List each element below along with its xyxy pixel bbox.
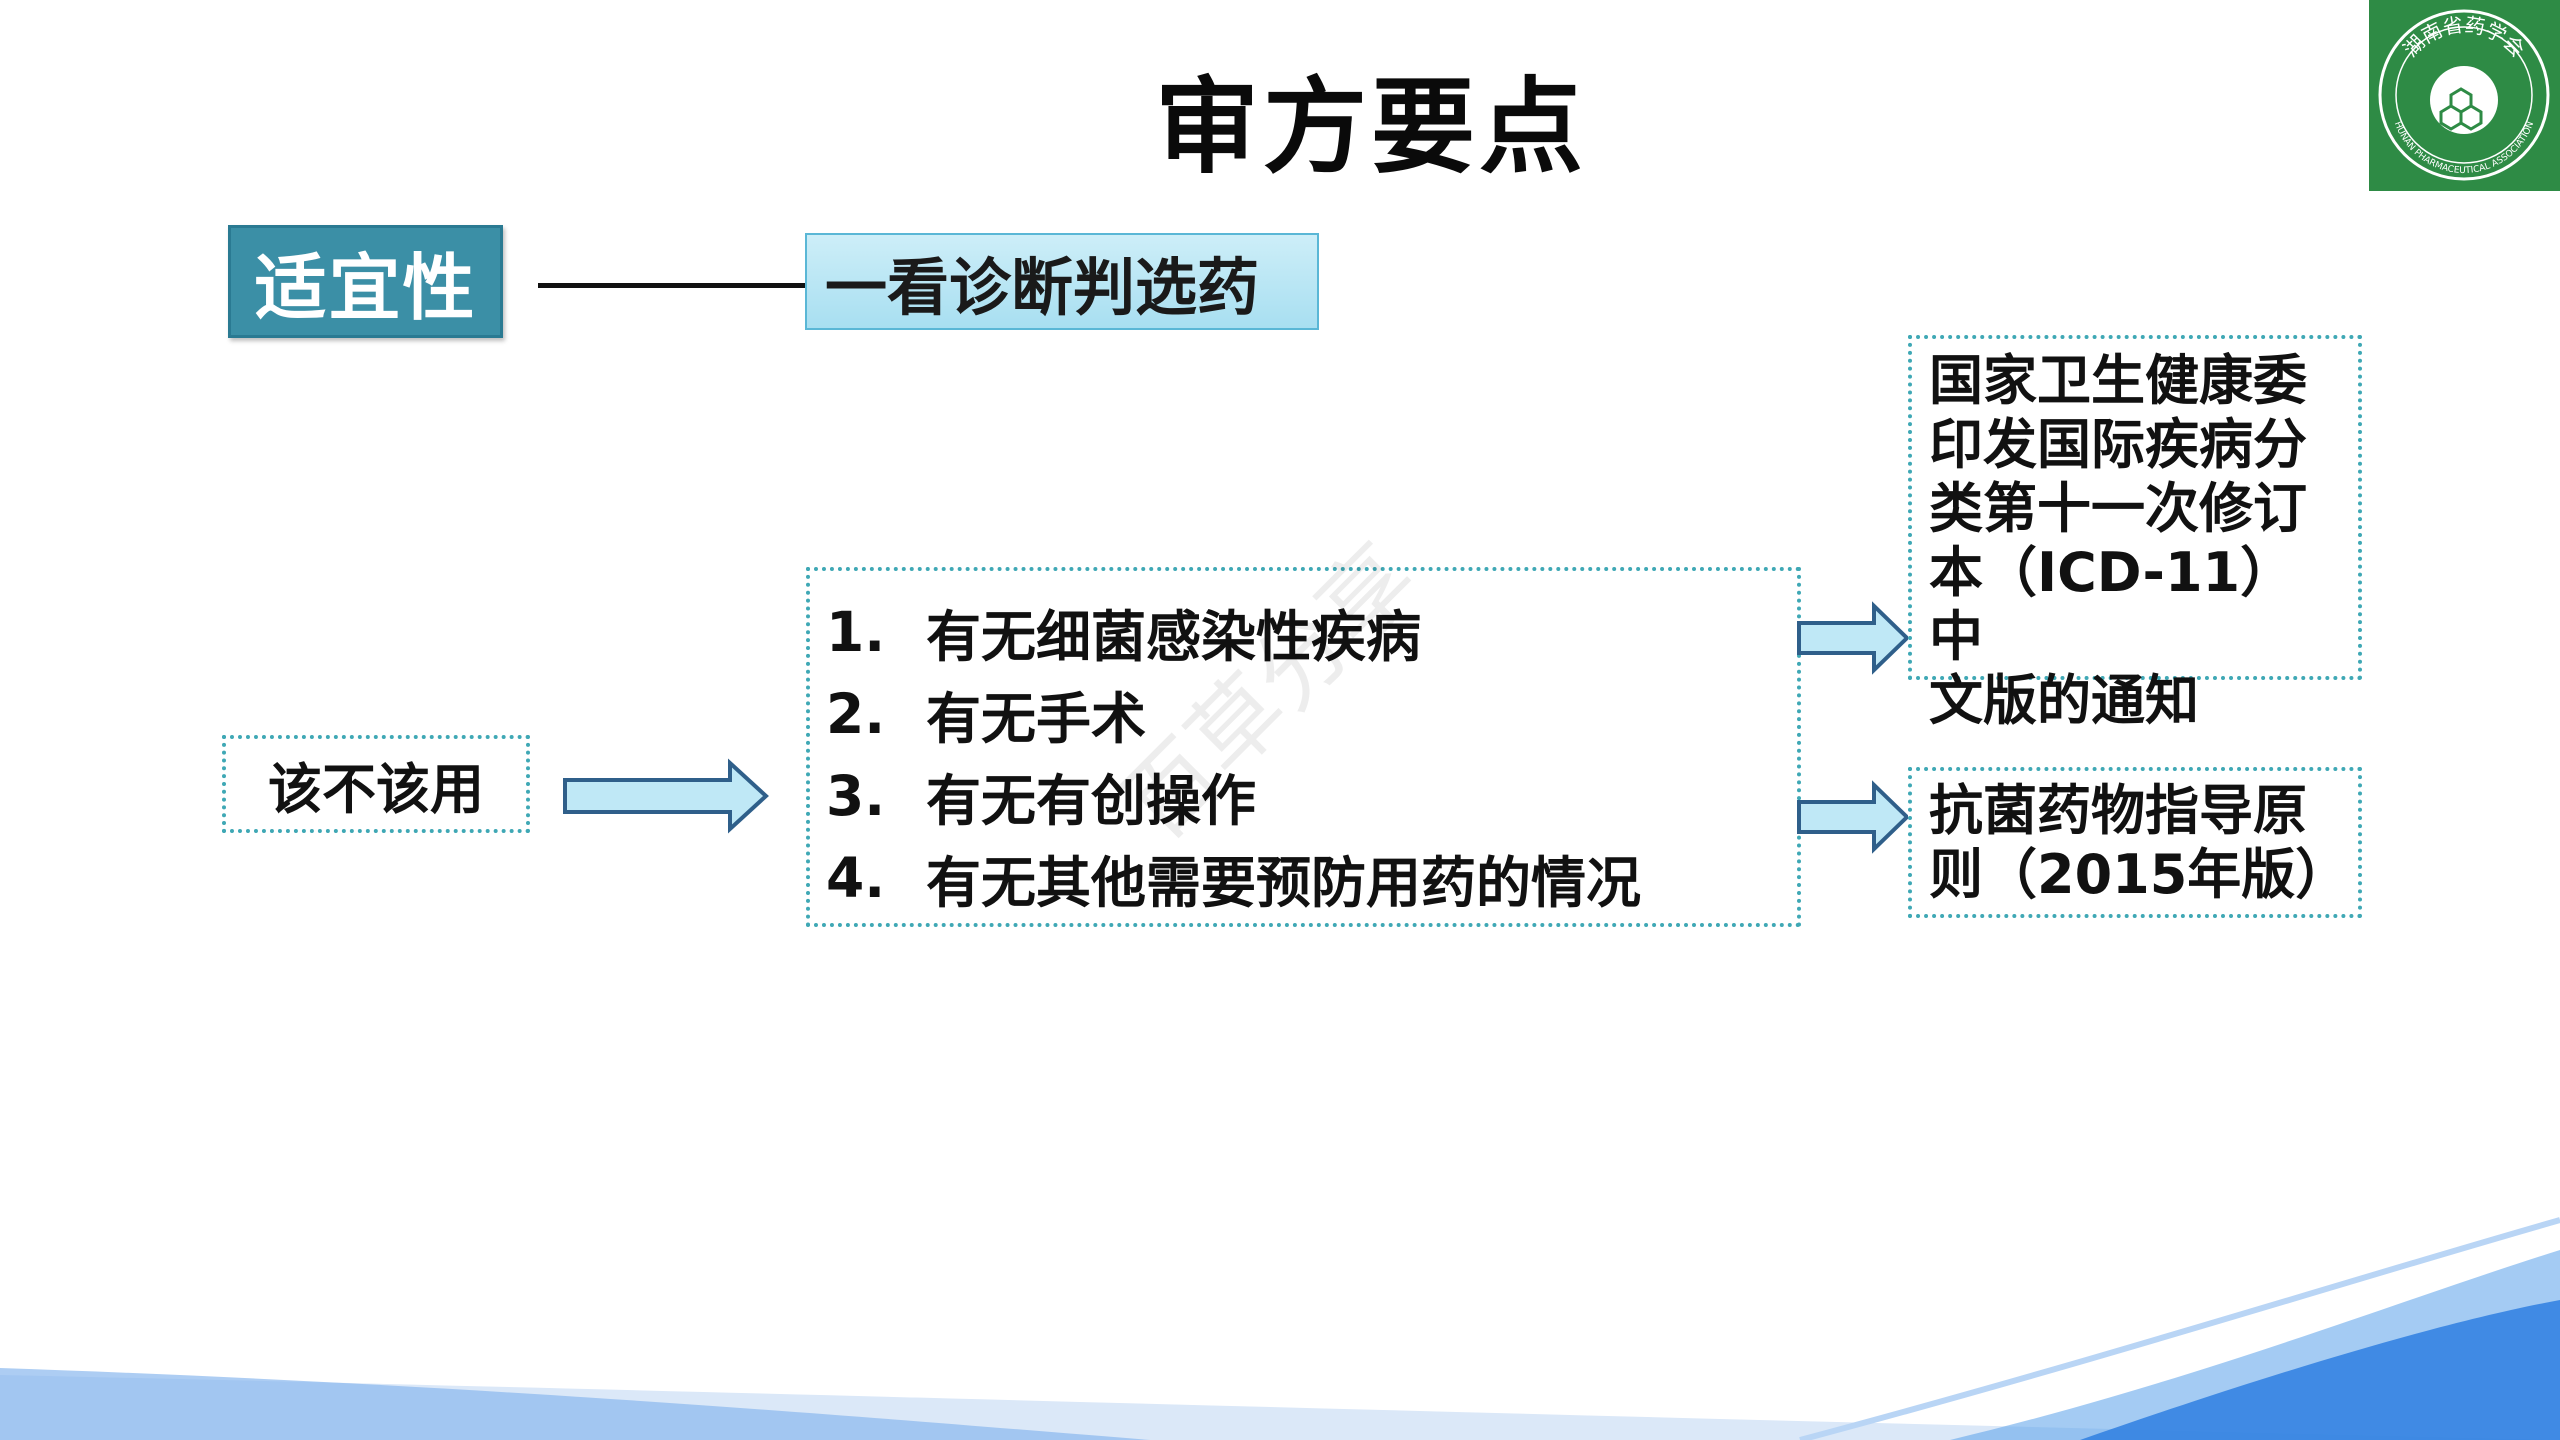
reference-icd-line: 国家卫生健康委	[1929, 349, 2307, 412]
connector-line	[538, 283, 808, 288]
list-item-text: 有无有创操作	[926, 769, 1257, 833]
logo: 湖南省药学会 HUNAN PHARMACEUTICAL ASSOCIATION	[2369, 0, 2560, 191]
reference-icd-line: 印发国际疾病分	[1929, 413, 2307, 476]
reference-guideline-line: 则（2015年版）	[1929, 843, 2350, 906]
list-item: 1. 有无细菌感染性疾病	[810, 591, 1797, 673]
reference-icd-line: 类第十一次修订	[1929, 477, 2307, 540]
list-item-text: 有无其他需要预防用药的情况	[926, 851, 1642, 915]
list-item-number: 1.	[826, 600, 886, 664]
right-arrow-icon	[563, 758, 769, 834]
reference-icd-line: 文版的通知	[1929, 669, 2199, 732]
page-title: 审方要点	[1154, 66, 1587, 188]
list-item-text: 有无手术	[926, 687, 1147, 751]
list-item: 2. 有无手术	[810, 673, 1797, 755]
list-item-number: 3.	[826, 764, 886, 828]
right-arrow-icon	[1797, 780, 1910, 854]
list-item: 3. 有无有创操作	[810, 755, 1797, 837]
reference-icd-box: 国家卫生健康委 印发国际疾病分 类第十一次修订 本（ICD-11）中 文版的通知	[1908, 335, 2362, 732]
reference-icd-line: 本（ICD-11）中	[1929, 541, 2295, 668]
list-item-number: 2.	[826, 682, 886, 746]
checklist-box: 1. 有无细菌感染性疾病 2. 有无手术 3. 有无有创操作 4. 有无其他需要…	[806, 567, 1801, 927]
right-arrow-icon	[1797, 601, 1910, 675]
list-item-text: 有无细菌感染性疾病	[926, 605, 1422, 669]
should-use-box: 该不该用	[222, 735, 530, 833]
hunan-pharmaceutical-association-logo-icon: 湖南省药学会 HUNAN PHARMACEUTICAL ASSOCIATION	[2378, 9, 2550, 181]
list-item: 4. 有无其他需要预防用药的情况	[810, 837, 1797, 919]
diagnosis-tag: 一看诊断判选药	[805, 233, 1319, 330]
reference-guideline-box: 抗菌药物指导原 则（2015年版）	[1908, 767, 2362, 918]
logo-text-top: 湖南省药学会	[2398, 12, 2529, 61]
list-item-number: 4.	[826, 846, 886, 910]
svg-text:湖南省药学会: 湖南省药学会	[2398, 12, 2529, 61]
suitability-tag: 适宜性	[228, 225, 503, 338]
reference-guideline-line: 抗菌药物指导原	[1929, 779, 2307, 842]
